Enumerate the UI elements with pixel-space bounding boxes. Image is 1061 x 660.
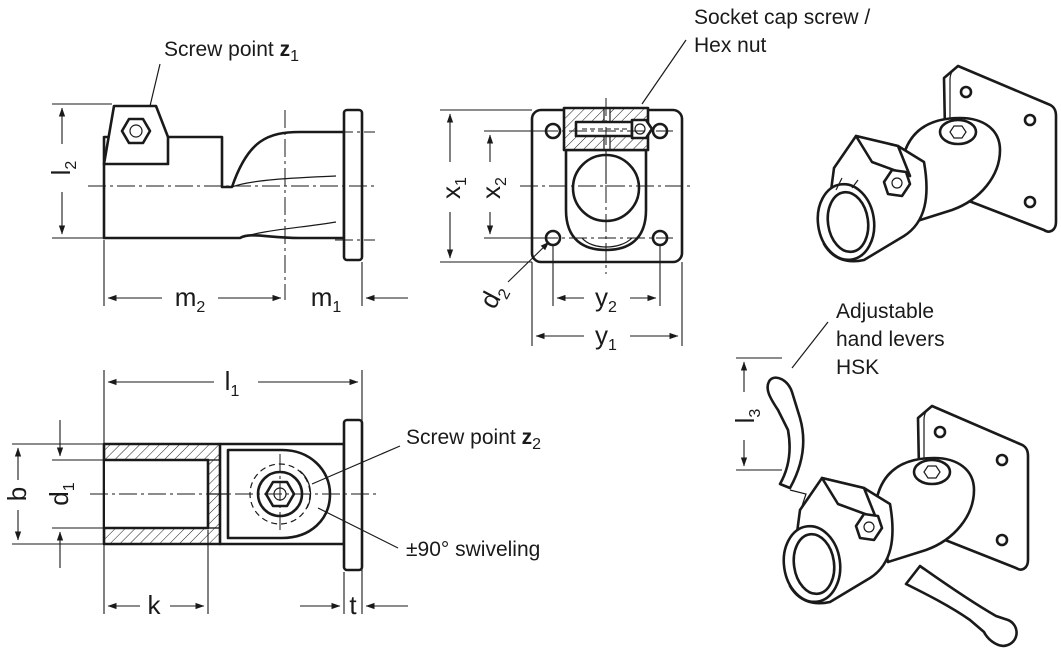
dim-label-x2: x2 [476, 177, 510, 199]
dim-label-x1: x1 [436, 177, 470, 199]
lever-lower [904, 564, 1018, 648]
hex-nut-z1-icon [120, 117, 152, 145]
dim-label-y2: y2 [595, 282, 617, 316]
dim-label-t: t [349, 590, 357, 620]
side-view: l2 m2 m1 Screw point z1 [44, 38, 408, 316]
callout-swiveling: ±90° swiveling [406, 538, 540, 561]
callout-levers-line2: hand levers [836, 328, 945, 351]
dim-d2-leader [507, 241, 550, 283]
callout-socket-cap-screw: Socket cap screw / [694, 6, 870, 29]
dim-label-k: k [148, 590, 162, 620]
lever-upper [766, 376, 805, 490]
iso-socket-screw [938, 118, 978, 146]
dim-label-b: b [2, 487, 32, 501]
dim-label-m2: m2 [175, 282, 206, 316]
hatched-wall-top [103, 443, 221, 461]
end-view: x1 x2 d2 y2 y1 Socket cap screw / Hex nu… [434, 6, 870, 354]
callout-hex-nut: Hex nut [694, 34, 767, 57]
iso-hex-nut-1 [882, 168, 912, 198]
callout-screw-point-z2: Screw point z2 [406, 426, 541, 453]
iso2-swivel-body [874, 456, 976, 564]
isometric-view-clamp [816, 64, 1058, 263]
dim-label-l3: l3 [730, 409, 764, 424]
swivel-arrow [299, 470, 312, 509]
callout-levers-line3: HSK [836, 356, 879, 379]
dim-label-d1: d1 [44, 482, 78, 505]
callout-levers-line1: Adjustable [836, 300, 934, 323]
dim-label-m1: m1 [311, 282, 342, 316]
clamp-body-shading [231, 175, 337, 239]
dim-label-y1: y1 [595, 320, 617, 354]
dim-label-d2: d2 [473, 278, 514, 315]
hatched-wall-bottom [103, 527, 221, 545]
flange-side [342, 108, 364, 262]
section-view: l1 b d1 k t Screw point z2 ±90° swivelin… [2, 362, 541, 620]
isometric-view-levers: l3 Adjustable hand levers HSK [728, 300, 1030, 648]
callout-screw-point-z1: Screw point z1 [164, 38, 299, 65]
dim-label-l1: l1 [225, 366, 240, 400]
flange-top [342, 418, 364, 572]
dim-label-l2: l2 [46, 161, 80, 176]
iso2-hex-nut [854, 512, 884, 542]
